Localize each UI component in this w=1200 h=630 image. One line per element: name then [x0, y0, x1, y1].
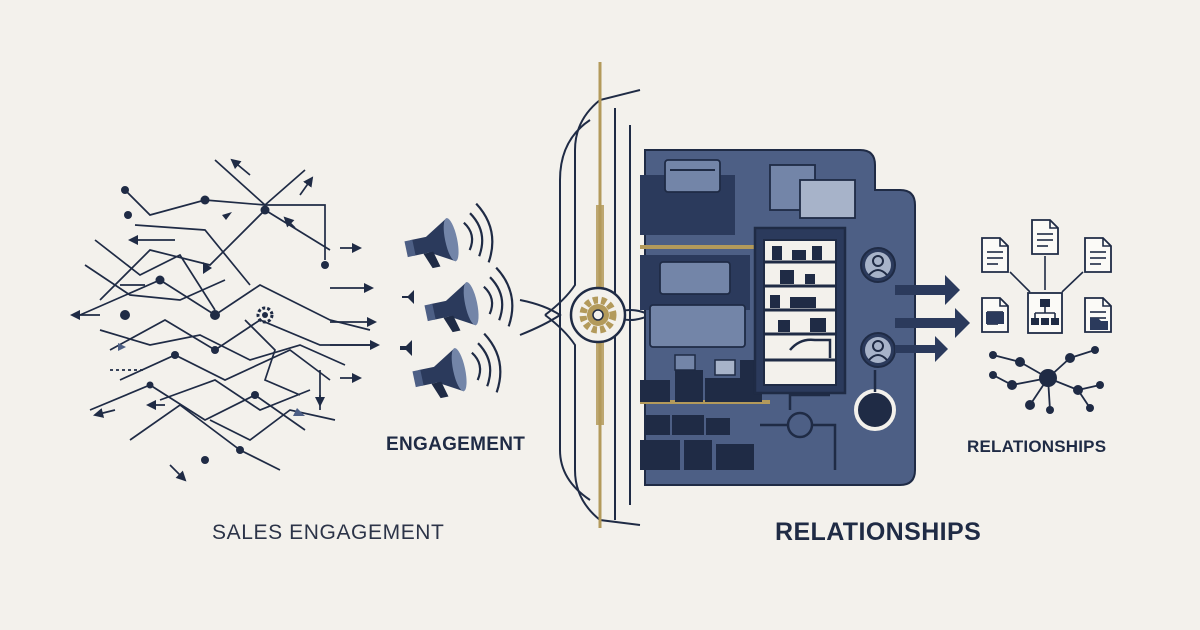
sales-engagement-caption: SALES ENGAGEMENT [212, 521, 445, 544]
folder-icon [1084, 297, 1112, 333]
shelving-unit-icon [753, 226, 847, 395]
megaphone-icon [398, 200, 519, 410]
org-chart-icon [1027, 292, 1063, 334]
relationships-label: RELATIONSHIPS [967, 437, 1107, 456]
network-nodes [118, 186, 329, 464]
engagement-label: ENGAGEMENT [386, 434, 526, 455]
speaker-icons [400, 290, 414, 356]
relationships-caption: RELATIONSHIPS [775, 518, 982, 546]
gear-icon [569, 286, 627, 344]
connector-loops [760, 393, 837, 470]
network-graph-icon [989, 346, 1104, 414]
gear-icon [256, 306, 274, 324]
flow-arrows [895, 275, 970, 362]
network-lines-icon [69, 158, 381, 482]
node-circle [854, 389, 896, 431]
link-lines [1009, 256, 1084, 293]
central-tracks [519, 89, 653, 526]
